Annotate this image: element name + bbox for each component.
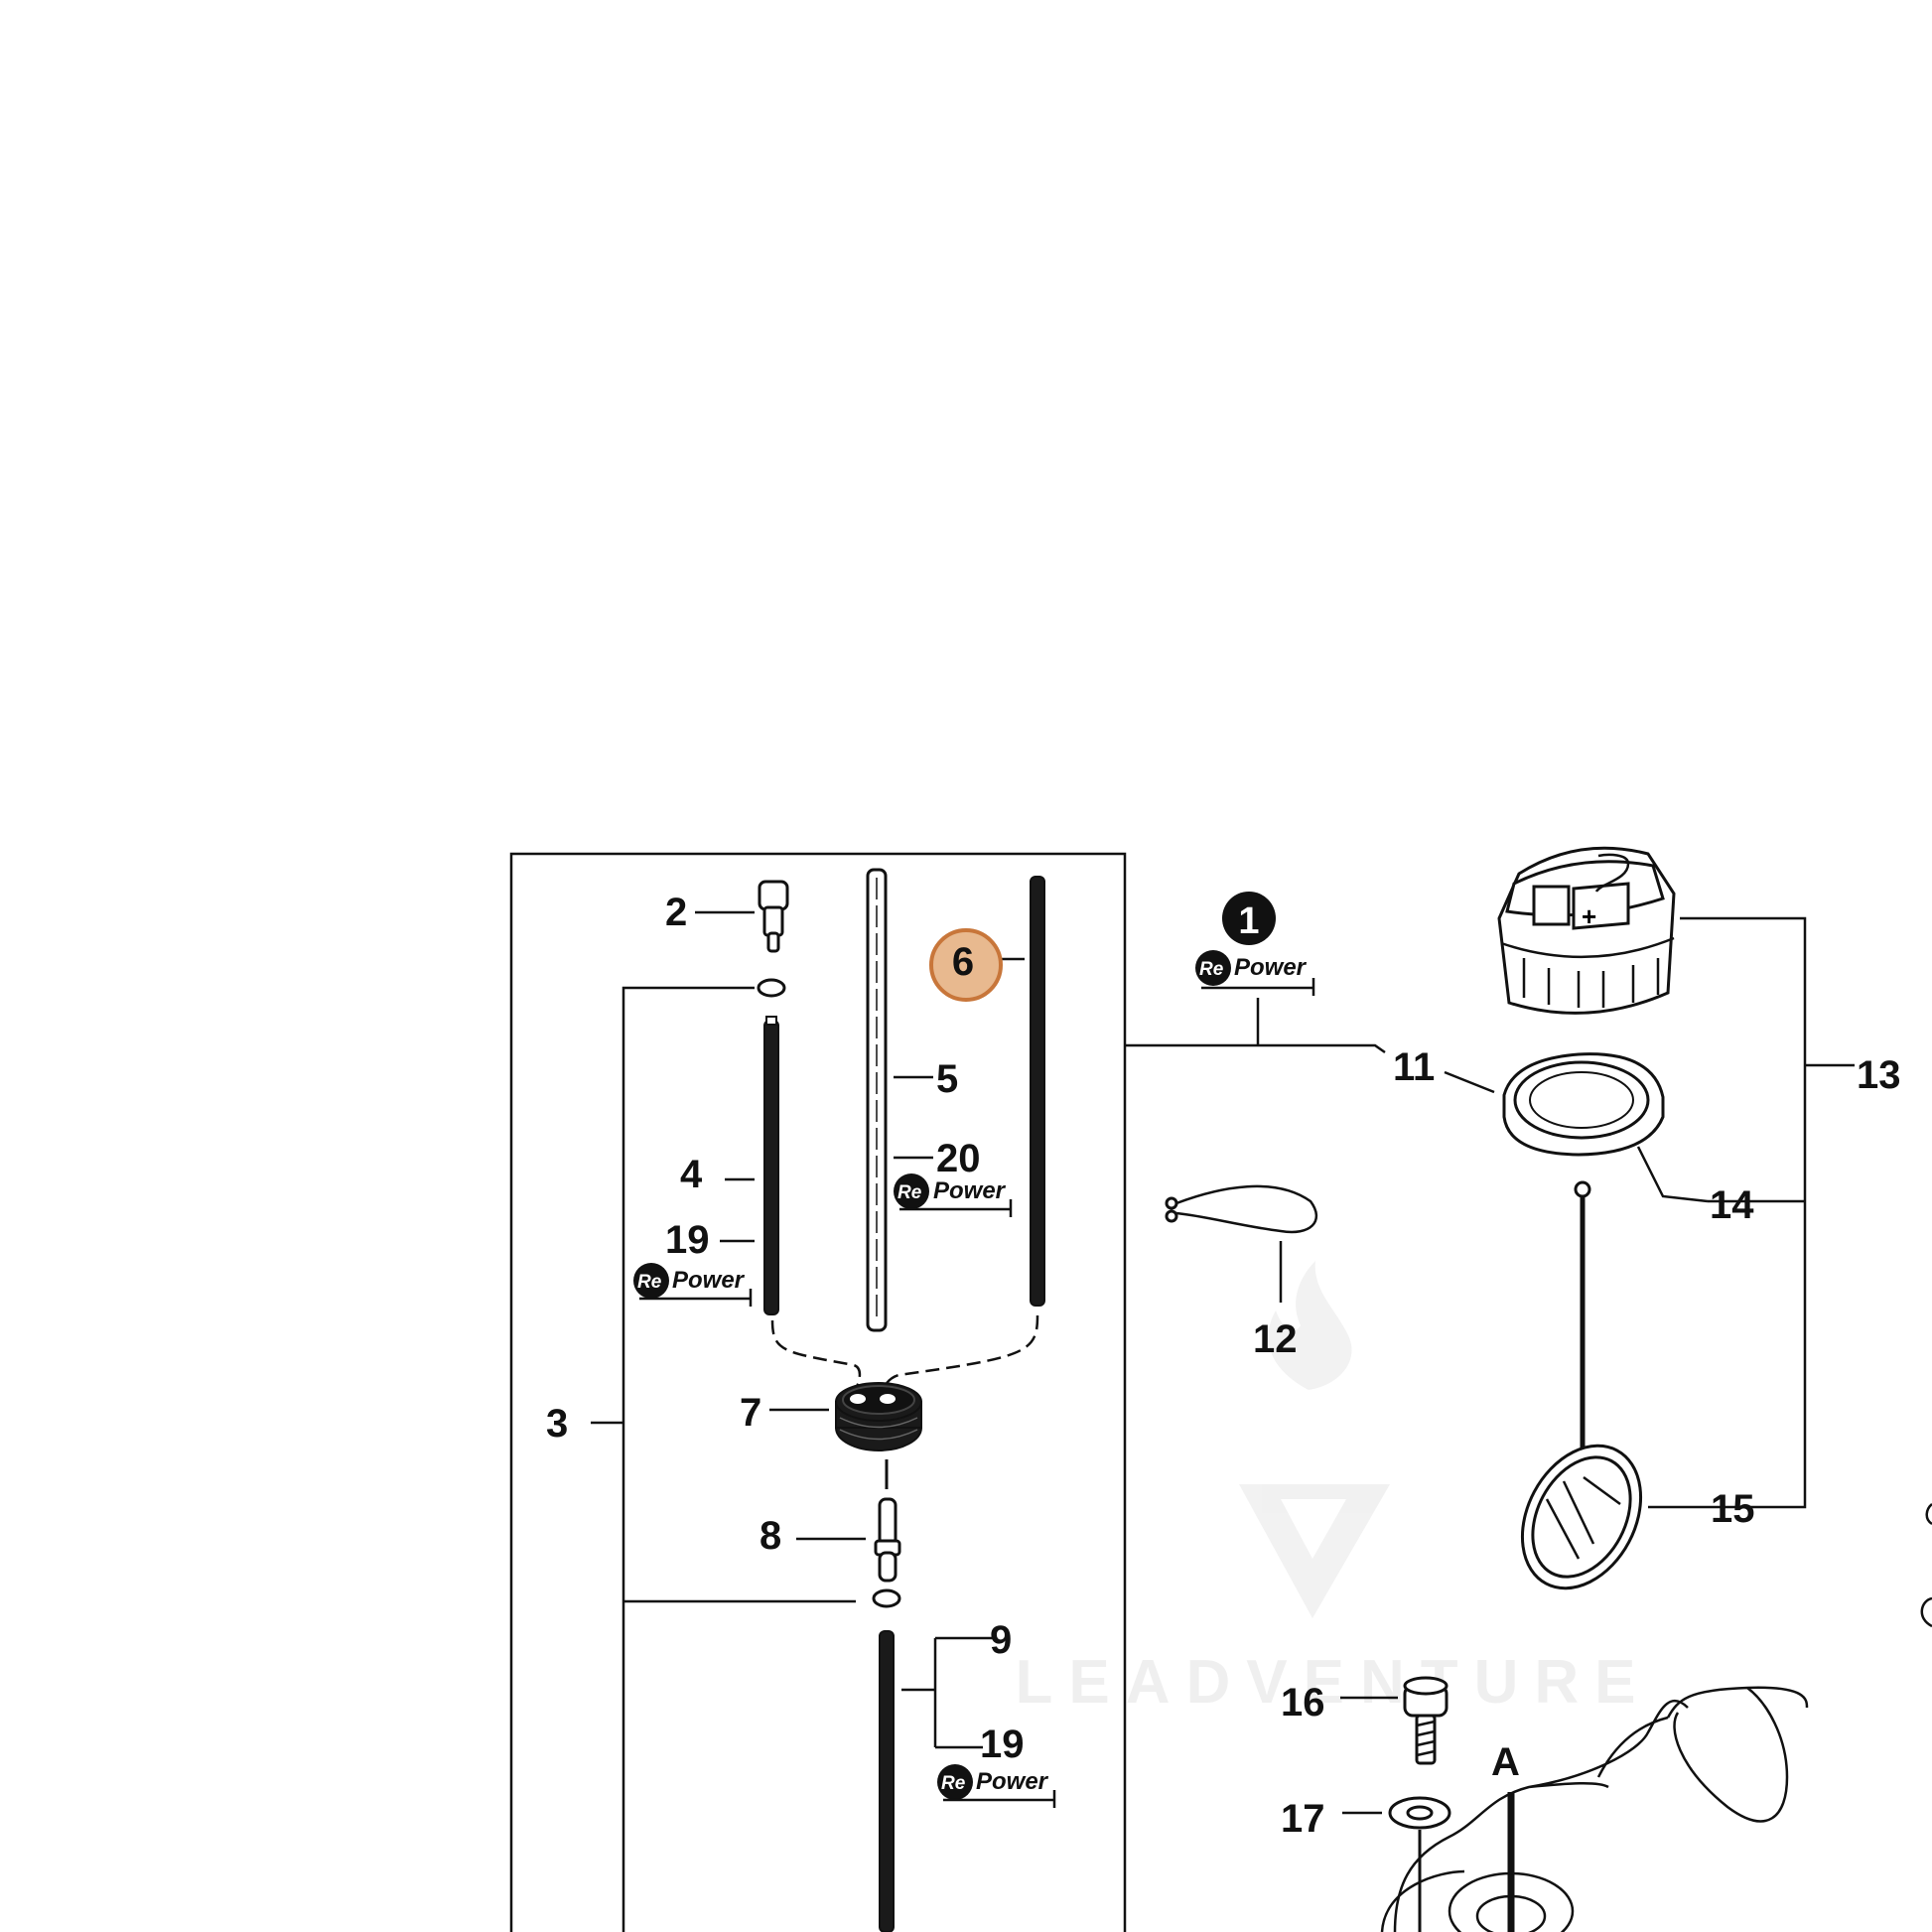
watermark: LEADVENTURE xyxy=(1015,1261,1651,1717)
part-14-gasket[interactable] xyxy=(1502,1052,1665,1157)
callout-5[interactable]: 5 xyxy=(936,1057,958,1101)
bracket-9-19 xyxy=(901,1636,993,1749)
part-15-strainer[interactable] xyxy=(1499,1180,1665,1608)
kit-frame xyxy=(509,852,1127,1932)
svg-text:Re: Re xyxy=(941,1773,966,1794)
repower-badge-20: Re Power xyxy=(894,1173,1013,1217)
callout-4[interactable]: 4 xyxy=(680,1153,703,1196)
callout-9[interactable]: 9 xyxy=(990,1618,1012,1662)
callout-13[interactable]: 13 xyxy=(1857,1053,1901,1097)
part-6-fuel-line[interactable] xyxy=(1030,876,1045,1307)
part-9-fuel-line[interactable] xyxy=(879,1630,895,1932)
callout-1: 1 xyxy=(1238,900,1259,942)
part-5-tube[interactable] xyxy=(866,868,888,1332)
callout-7[interactable]: 7 xyxy=(740,1391,761,1435)
svg-text:Power: Power xyxy=(1234,954,1308,981)
callout-16[interactable]: 16 xyxy=(1281,1681,1325,1725)
v-logo-icon xyxy=(1239,1484,1390,1618)
svg-text:Power: Power xyxy=(672,1267,746,1294)
svg-text:Power: Power xyxy=(976,1768,1049,1795)
callout-8[interactable]: 8 xyxy=(759,1514,781,1558)
callout-20[interactable]: 20 xyxy=(936,1137,981,1180)
edge-part-hint xyxy=(1920,1503,1932,1628)
watermark-text: LEADVENTURE xyxy=(1015,1648,1651,1717)
cap-symbol: + xyxy=(1582,901,1596,931)
callout-12[interactable]: 12 xyxy=(1253,1317,1298,1361)
repower-badge-19a: Re Power xyxy=(633,1263,753,1307)
svg-text:Re: Re xyxy=(1199,959,1224,980)
oring-lower[interactable] xyxy=(872,1588,901,1608)
route-dashed xyxy=(770,1314,1039,1396)
bracket-13 xyxy=(1648,916,1855,1509)
svg-text:Re: Re xyxy=(637,1272,662,1293)
part-8-fitting[interactable] xyxy=(874,1497,901,1583)
callout-a: A xyxy=(1491,1740,1520,1784)
leader-11 xyxy=(1444,1070,1495,1094)
callout-11[interactable]: 11 xyxy=(1393,1045,1435,1089)
tank-base xyxy=(1380,1869,1465,1932)
leader-14 xyxy=(1636,1146,1709,1203)
flame-logo-icon xyxy=(1268,1261,1352,1390)
callout-14[interactable]: 14 xyxy=(1710,1183,1754,1227)
tank-filler-neck xyxy=(1448,1871,1575,1932)
callout-2[interactable]: 2 xyxy=(665,891,687,934)
frame-leader xyxy=(1125,1043,1386,1054)
callout-15[interactable]: 15 xyxy=(1711,1487,1755,1531)
callout-3[interactable]: 3 xyxy=(546,1402,568,1446)
part-12-lanyard[interactable] xyxy=(1165,1184,1317,1234)
callout-6-highlight[interactable]: 6 xyxy=(929,928,1003,1002)
svg-text:Power: Power xyxy=(933,1177,1007,1204)
callout-1-badge[interactable]: 1 xyxy=(1222,892,1276,945)
callout-19b[interactable]: 19 xyxy=(980,1723,1025,1766)
oring-top[interactable] xyxy=(757,978,786,998)
fuel-line-4-end xyxy=(765,1016,777,1026)
part-4-fuel-line[interactable] xyxy=(763,1020,779,1315)
tank-filler-inner xyxy=(1475,1894,1547,1932)
callout-17[interactable]: 17 xyxy=(1281,1797,1325,1841)
part-17-washer[interactable] xyxy=(1388,1796,1451,1830)
callout-6: 6 xyxy=(952,940,974,984)
callout-19a[interactable]: 19 xyxy=(665,1218,710,1262)
svg-text:Re: Re xyxy=(897,1182,922,1203)
repower-badge-19b: Re Power xyxy=(937,1764,1056,1808)
fuel-tank-outline xyxy=(1393,1686,1809,1932)
part-13-fuel-cap[interactable]: + xyxy=(1497,846,1676,1015)
part-16-screw[interactable] xyxy=(1403,1676,1449,1765)
repower-badge-1: Re Power xyxy=(1195,950,1315,996)
part-2-valve[interactable] xyxy=(758,880,789,953)
bracket-3 xyxy=(591,986,856,1932)
part-7-grommet[interactable] xyxy=(835,1382,922,1451)
